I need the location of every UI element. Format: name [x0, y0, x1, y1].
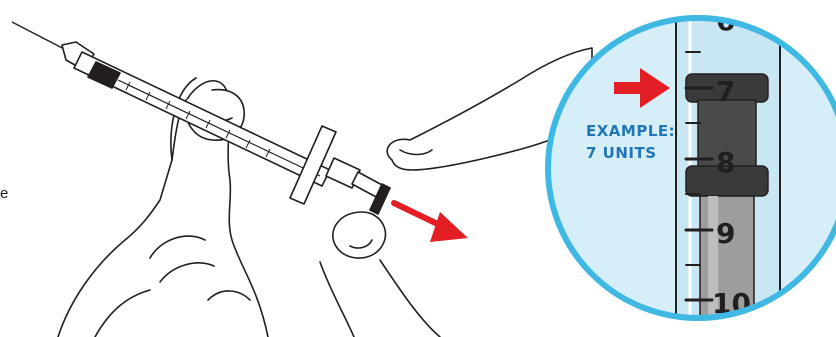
hand-left-icon — [58, 78, 268, 337]
example-label: EXAMPLE: — [586, 122, 675, 140]
scale-number-7: 7 — [716, 75, 735, 108]
pull-arrow-icon — [394, 203, 468, 242]
scale-number-9: 9 — [716, 217, 735, 250]
scale-number-8: 8 — [716, 146, 735, 179]
needle-icon — [12, 22, 70, 52]
example-units: 7 UNITS — [586, 144, 657, 162]
